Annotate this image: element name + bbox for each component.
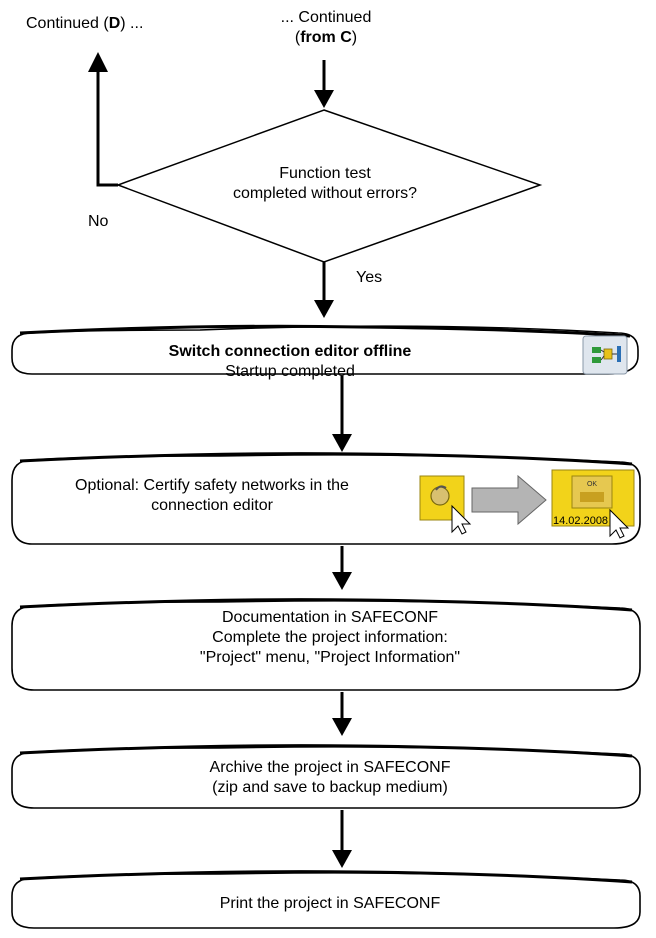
connection-editor-offline-icon [582,335,628,375]
step5-text: Print the project in SAFECONF [219,895,441,912]
step3-text: Documentation in SAFECONF Complete the p… [199,609,461,666]
decision-label: Function test completed without errors? [232,165,418,202]
arrow-1-2 [332,376,352,452]
arrow-3-4 [332,692,352,736]
step1-box [11,325,639,375]
branch-yes-label: Yes [356,269,383,286]
certified-ok-stamp-icon: OK 14.02.2008 [551,469,635,539]
stamp-ok-label: OK [587,481,597,488]
stamp-date: 14.02.2008 [553,515,608,527]
arrow-2-3 [332,546,352,590]
step1-title: Switch connection editor offline [168,343,412,360]
continued-from-c-label: ... Continued (from C) [280,9,372,46]
arrow-4-5 [332,810,352,868]
arrow-yes [314,262,334,318]
branch-no-label: No [88,213,109,230]
step2-text: Optional: Certify safety networks in the… [75,477,349,514]
step1-text: Switch connection editor offline Startup… [80,342,500,382]
step1-subtitle: Startup completed [225,363,355,380]
arrow-from-c [314,60,334,108]
continued-d-label: Continued (D) ... [26,15,144,32]
step4-text: Archive the project in SAFECONF (zip and… [209,759,451,796]
arrow-no-to-d [88,52,118,187]
arrow-right-gray [471,474,547,526]
certify-lock-icon [419,475,472,535]
